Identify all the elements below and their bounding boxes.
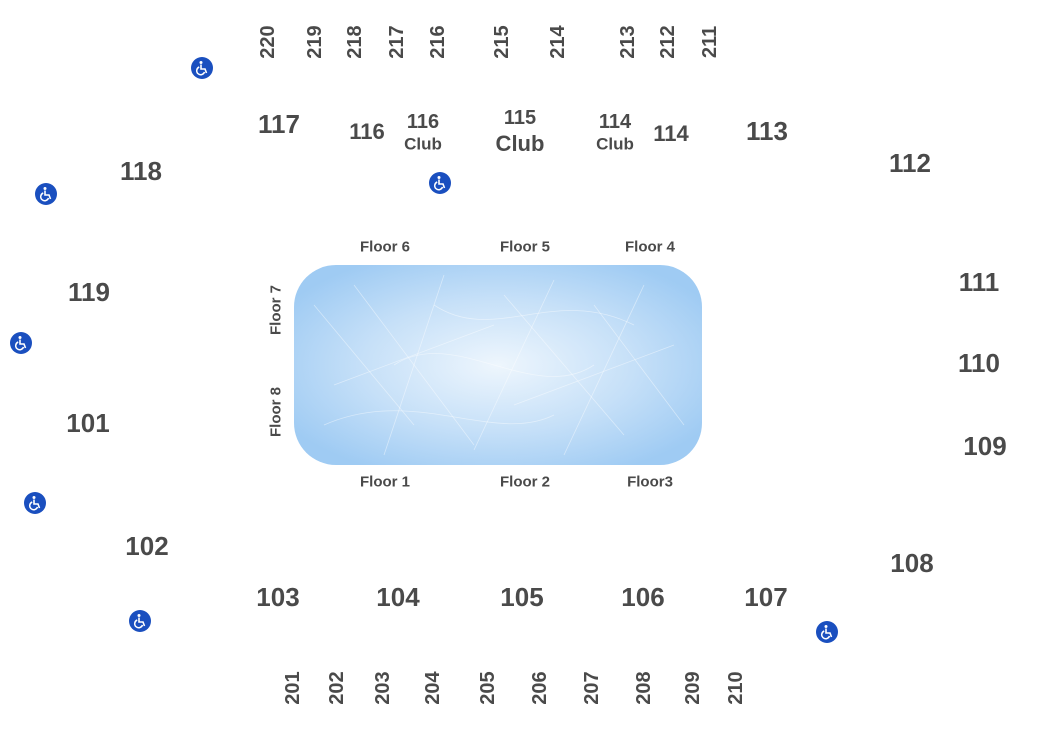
floor-6-label[interactable]: Floor 6 xyxy=(359,238,411,256)
wheelchair-glyph xyxy=(39,187,52,202)
section-214[interactable]: 214 xyxy=(547,25,569,59)
section-201[interactable]: 201 xyxy=(282,671,304,705)
wheelchair-glyph xyxy=(195,61,208,76)
section-116-club-number[interactable]: 116 xyxy=(406,111,440,133)
wheelchair-icon xyxy=(191,57,213,79)
wheelchair-glyph xyxy=(433,176,446,191)
section-118[interactable]: 118 xyxy=(120,156,162,186)
section-110[interactable]: 110 xyxy=(958,348,1000,378)
floor-3-label[interactable]: Floor3 xyxy=(627,473,673,491)
section-208[interactable]: 208 xyxy=(633,671,655,705)
section-112[interactable]: 112 xyxy=(889,148,931,178)
section-116-club-label[interactable]: Club xyxy=(404,134,442,154)
section-207[interactable]: 207 xyxy=(581,671,603,705)
section-205[interactable]: 205 xyxy=(477,671,499,705)
section-212[interactable]: 212 xyxy=(657,25,679,59)
wheelchair-icon xyxy=(429,172,451,194)
ice-rink xyxy=(294,265,702,465)
section-210[interactable]: 210 xyxy=(725,671,747,705)
floor-1-label[interactable]: Floor 1 xyxy=(359,473,411,491)
section-117[interactable]: 117 xyxy=(258,109,300,139)
section-114-club-label[interactable]: Club xyxy=(596,134,634,154)
section-213[interactable]: 213 xyxy=(617,25,639,59)
section-216[interactable]: 216 xyxy=(427,25,449,59)
section-116[interactable]: 116 xyxy=(349,119,385,144)
wheelchair-icon xyxy=(129,610,151,632)
section-209[interactable]: 209 xyxy=(682,671,704,705)
section-111[interactable]: 111 xyxy=(958,267,1000,297)
section-217[interactable]: 217 xyxy=(386,25,408,59)
floor-7-label[interactable]: Floor 7 xyxy=(267,284,285,336)
wheelchair-glyph xyxy=(28,496,41,511)
section-115-club-label[interactable]: Club xyxy=(495,131,545,156)
section-115-club-number[interactable]: 115 xyxy=(503,107,537,129)
section-107[interactable]: 107 xyxy=(744,582,788,612)
section-204[interactable]: 204 xyxy=(422,671,444,705)
section-104[interactable]: 104 xyxy=(376,582,420,612)
wheelchair-icon xyxy=(35,183,57,205)
section-211[interactable]: 211 xyxy=(699,25,721,59)
section-218[interactable]: 218 xyxy=(344,25,366,59)
section-102[interactable]: 102 xyxy=(125,531,169,561)
section-108[interactable]: 108 xyxy=(890,548,934,578)
section-105[interactable]: 105 xyxy=(500,582,544,612)
section-113[interactable]: 113 xyxy=(746,116,788,146)
section-202[interactable]: 202 xyxy=(326,671,348,705)
wheelchair-icon xyxy=(24,492,46,514)
section-215[interactable]: 215 xyxy=(491,25,513,59)
floor-5-label[interactable]: Floor 5 xyxy=(499,238,551,256)
section-119[interactable]: 119 xyxy=(68,277,110,307)
section-114[interactable]: 114 xyxy=(653,121,689,146)
floor-2-label[interactable]: Floor 2 xyxy=(499,473,551,491)
section-103[interactable]: 103 xyxy=(256,582,300,612)
wheelchair-icon xyxy=(816,621,838,643)
floor-8-label[interactable]: Floor 8 xyxy=(267,386,285,438)
section-101[interactable]: 101 xyxy=(66,408,110,438)
section-219[interactable]: 219 xyxy=(304,25,326,59)
section-206[interactable]: 206 xyxy=(529,671,551,705)
section-109[interactable]: 109 xyxy=(963,431,1007,461)
section-106[interactable]: 106 xyxy=(621,582,665,612)
section-220[interactable]: 220 xyxy=(257,25,279,59)
section-203[interactable]: 203 xyxy=(372,671,394,705)
wheelchair-glyph xyxy=(133,614,146,629)
wheelchair-glyph xyxy=(14,336,27,351)
wheelchair-icon xyxy=(10,332,32,354)
wheelchair-glyph xyxy=(820,625,833,640)
floor-4-label[interactable]: Floor 4 xyxy=(624,238,676,256)
section-114-club-number[interactable]: 114 xyxy=(598,111,632,133)
